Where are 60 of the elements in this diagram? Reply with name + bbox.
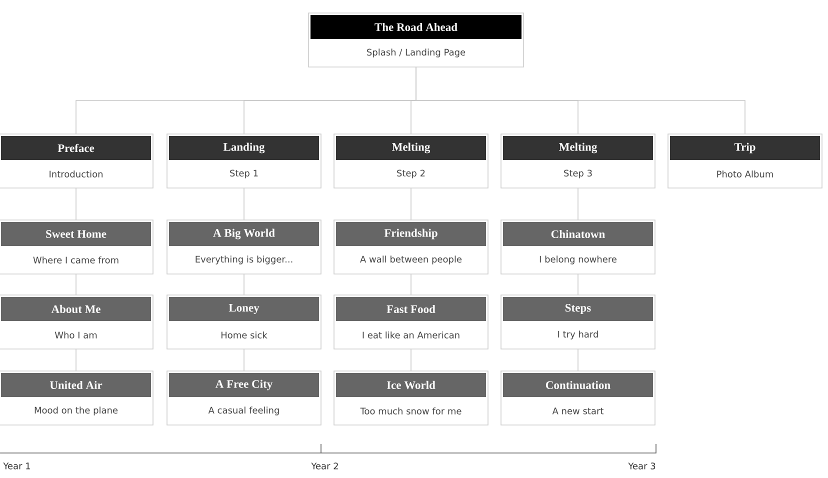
card — [0, 134, 154, 188]
card-title: The Road Ahead — [374, 22, 458, 32]
card — [308, 12, 524, 68]
card-title: United Air — [50, 380, 102, 390]
card-title: Loney — [228, 304, 260, 314]
card — [0, 370, 154, 426]
year-label: Year 2 — [311, 462, 338, 470]
card-subtitle: I try hard — [558, 330, 598, 340]
card-subtitle: Step 2 — [397, 170, 425, 178]
card — [334, 294, 488, 350]
card — [500, 220, 656, 274]
connector — [410, 188, 412, 220]
card-subtitle: Where I came from — [33, 256, 118, 264]
card-subtitle: Splash / Landing Page — [367, 48, 466, 58]
card-subtitle: Everything is bigger... — [196, 256, 292, 264]
card — [334, 370, 488, 426]
card-title: Landing — [223, 142, 265, 154]
card-title: Friendship — [384, 228, 438, 240]
card — [166, 134, 322, 188]
card-subtitle: Photo Album — [717, 170, 773, 178]
card — [0, 220, 154, 274]
card-subtitle: I belong nowhere — [540, 256, 616, 264]
card-title: Melting — [559, 142, 598, 154]
card — [166, 220, 322, 274]
card-title: About Me — [51, 304, 100, 314]
card-title: Continuation — [546, 380, 610, 390]
card-title: Steps — [566, 304, 591, 314]
card-subtitle: Mood on the plane — [34, 406, 118, 416]
connector — [410, 348, 412, 372]
card — [0, 294, 154, 350]
card-subtitle: Who I am — [54, 332, 97, 338]
card-subtitle: Introduction — [50, 170, 102, 178]
card-title: Chinatown — [551, 230, 605, 238]
card — [500, 134, 656, 188]
card — [668, 134, 822, 188]
card — [334, 134, 488, 188]
year-label: Year 1 — [3, 462, 30, 470]
card-subtitle: Step 3 — [564, 170, 592, 178]
card — [166, 294, 322, 350]
card-subtitle: A new start — [552, 408, 604, 414]
card — [500, 294, 656, 350]
card-title: Preface — [58, 144, 94, 152]
card-title: Trip — [734, 142, 756, 154]
card-title: Melting — [392, 142, 430, 154]
card — [500, 370, 656, 426]
card-subtitle: Too much snow for me — [360, 408, 462, 414]
card-subtitle: A wall between people — [360, 256, 462, 264]
card-title: A Big World — [213, 228, 275, 240]
year-label: Year 3 — [628, 462, 656, 470]
card-subtitle: A casual feeling — [208, 406, 279, 416]
card-title: Ice World — [386, 380, 436, 390]
card-subtitle: I eat like an American — [362, 332, 460, 338]
card-subtitle: Step 1 — [230, 170, 258, 178]
card — [334, 220, 488, 274]
card — [166, 370, 322, 426]
card-title: Fast Food — [386, 304, 436, 314]
card-title: A Free City — [215, 380, 272, 390]
card-title: Sweet Home — [46, 230, 106, 238]
card-subtitle: Home sick — [222, 332, 268, 338]
connector — [410, 274, 412, 296]
